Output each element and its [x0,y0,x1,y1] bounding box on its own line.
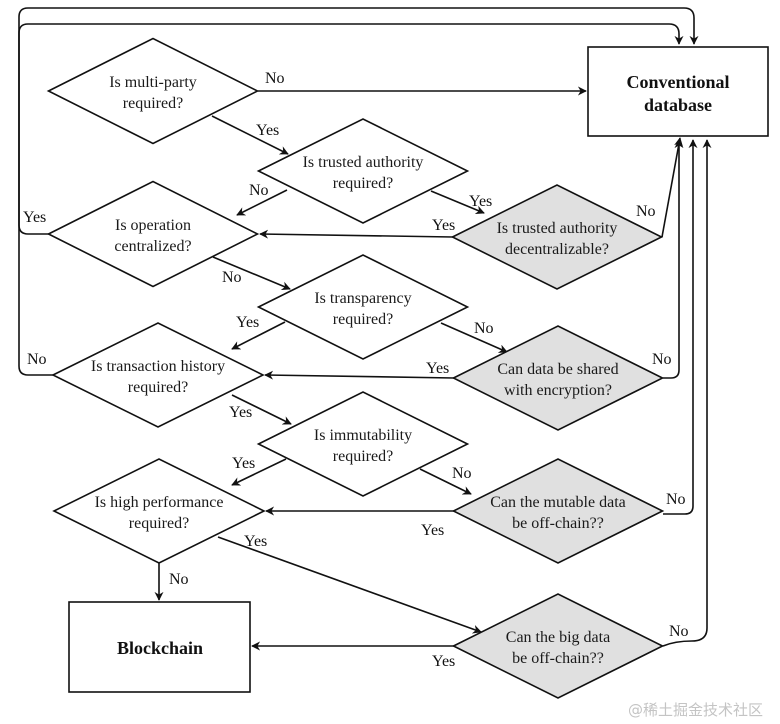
decision-label-line1: Is multi-party [109,74,197,91]
label-shared-encryption-yes: Yes [426,360,449,377]
label-operation-centralized-no: No [222,269,242,286]
decision-diamond [46,180,260,288]
label-immutability-yes: Yes [232,455,255,472]
label-high-performance-no: No [169,571,189,588]
connectors [18,7,712,651]
label-decentralizable-no: No [636,203,656,220]
decision-operation-centralized: Is operation centralized? [46,180,260,288]
decision-mutable-offchain: Can the mutable data be off-chain?? [451,458,665,564]
decision-label-line2: required? [123,95,183,112]
label-transaction-history-yes: Yes [229,404,252,421]
edge-high-performance-yes [217,536,482,634]
label-bigdata-offchain-yes: Yes [432,653,455,670]
decision-label-line1: Can the big data [506,629,610,646]
decision-diamond [46,37,260,145]
edge-decentralizable-yes [259,229,454,239]
label-trusted-authority-yes: Yes [469,193,492,210]
label-mutable-offchain-no: No [666,491,686,508]
terminal-blockchain: Blockchain [68,601,251,693]
decision-label-line2: required? [128,379,188,396]
decision-label-line1: Is immutability [314,427,412,444]
decision-label-line1: Is trusted authority [497,220,618,237]
edge-operation-centralized-no [212,256,291,291]
edge-shared-encryption-yes [264,370,455,380]
terminal-box [587,46,769,137]
decision-diamond [256,391,470,497]
label-transparency-yes: Yes [236,314,259,331]
decision-label-line1: Is transparency [314,290,411,307]
label-mutable-offchain-yes: Yes [421,522,444,539]
label-transparency-no: No [474,320,494,337]
decision-transparency: Is transparency required? [256,254,470,360]
decision-label-line2: decentralizable? [505,241,609,258]
terminal-label-line1: Blockchain [117,638,203,658]
terminal-label-line2: database [644,95,712,115]
terminal-conventional-database: Conventional database [587,46,769,137]
decision-multi-party: Is multi-party required? [46,37,260,145]
decision-label-line2: be off-chain?? [512,650,604,667]
decision-diamond [256,118,470,224]
decision-label-line2: required? [129,515,189,532]
decision-label-line2: required? [333,311,393,328]
label-multi-party-yes: Yes [256,122,279,139]
label-decentralizable-yes: Yes [432,217,455,234]
edge-multi-party-yes [211,115,289,155]
edge-transparency-no [440,322,508,353]
decision-label-line2: be off-chain?? [512,515,604,532]
decision-transaction-history: Is transaction history required? [51,322,265,428]
terminal-label-line1: Conventional [626,72,729,92]
edge-bigdata-offchain-no [662,139,712,647]
edge-transaction-history-yes [231,394,292,425]
edge-immutability-no [419,468,472,495]
label-multi-party-no: No [265,70,285,87]
label-trusted-authority-no: No [249,182,269,199]
label-shared-encryption-no: No [652,351,672,368]
decision-label-line1: Is transaction history [91,358,225,375]
decision-diamond [451,593,665,699]
edge-transaction-history-no [18,7,699,376]
edge-immutability-yes [231,458,287,486]
decision-bigdata-offchain: Can the big data be off-chain?? [451,593,665,699]
edge-trusted-authority-no [236,189,288,216]
decision-diamond [52,458,266,564]
decision-high-performance: Is high performance required? [52,458,266,564]
decision-label-line1: Is high performance [95,494,224,511]
terminal-box [68,601,251,693]
edge-mutable-offchain-no [663,139,698,515]
watermark: @稀土掘金技术社区 [628,701,763,719]
decision-diamond [256,254,470,360]
decision-diamond [51,322,265,428]
edge-shared-encryption-no [663,139,684,379]
edge-labels: No Yes No Yes Yes Yes No No Yes No No Ye… [23,70,689,670]
label-high-performance-yes: Yes [244,533,267,550]
decision-label-line2: centralized? [114,238,191,255]
label-operation-centralized-yes: Yes [23,209,46,226]
decision-diamond [451,458,665,564]
decision-immutability: Is immutability required? [256,391,470,497]
edge-transparency-yes [231,321,286,350]
edge-operation-centralized-yes [18,23,684,235]
decision-shared-encryption: Can data be shared with encryption? [451,325,665,431]
label-transaction-history-no: No [27,351,47,368]
decision-label-line2: required? [333,175,393,192]
edge-decentralizable-no [661,137,683,238]
decision-label-line1: Is operation [115,217,191,234]
edge-trusted-authority-yes [430,190,485,215]
decision-label-line1: Can the mutable data [490,494,626,511]
decision-label-line1: Is trusted authority [303,154,424,171]
decision-diamond [451,325,665,431]
decision-decentralizable: Is trusted authority decentralizable? [450,184,664,290]
label-immutability-no: No [452,465,472,482]
decision-label-line2: required? [333,448,393,465]
decision-label-line2: with encryption? [504,382,612,399]
decision-diamond [450,184,664,290]
decision-label-line1: Can data be shared [497,361,618,378]
label-bigdata-offchain-no: No [669,623,689,640]
decision-trusted-authority: Is trusted authority required? [256,118,470,224]
